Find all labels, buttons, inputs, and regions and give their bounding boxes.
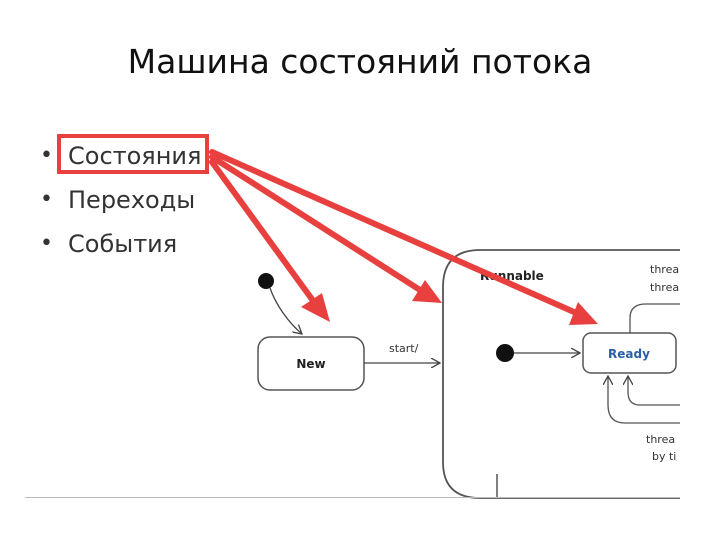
upper-loop-arrow [629,303,680,333]
bullet-label-transitions: Переходы [68,186,196,214]
partial-label-top-1: threa [650,263,679,276]
state-runnable [442,249,680,499]
lower-loop-arrow [608,376,680,424]
state-ready-label: Ready [608,347,650,361]
bullet-dot-icon: • [40,143,53,168]
slide-title: Машина состояний потока [127,42,593,81]
initial-transition-arrow [269,287,302,334]
partial-label-bottom-2: by ti [652,450,676,463]
bullet-dot-icon: • [40,187,53,212]
state-new-label: New [296,357,325,371]
inner-initial-dot [496,344,514,362]
bullet-label-states: Состояния [68,142,202,170]
annotation-arrows [209,149,598,325]
bullet-list: • Состояния • Переходы • События [40,136,201,268]
bottom-rule [25,497,680,498]
bullet-item-events: • События [40,224,201,268]
annotation-arrow-new-head [301,293,330,322]
bullet-dot-icon: • [40,231,53,256]
annotation-arrow-ready-line [209,149,577,315]
annotation-arrow-runnable-line [209,154,423,293]
highlight-box [57,134,209,174]
bullet-label-events: События [68,230,178,258]
annotation-arrow-runnable-head [412,280,442,303]
annotation-arrow-ready-head [569,302,598,325]
partial-label-bottom-1: threa [646,433,675,446]
middle-loop-arrow [628,376,680,406]
bullet-item-transitions: • Переходы [40,180,201,224]
partial-label-top-2: threa [650,281,679,294]
annotation-arrow-new-line [209,159,317,305]
start-transition-label: start/ [389,342,419,355]
initial-state-dot [258,273,274,289]
bullet-item-states: • Состояния [40,136,201,180]
